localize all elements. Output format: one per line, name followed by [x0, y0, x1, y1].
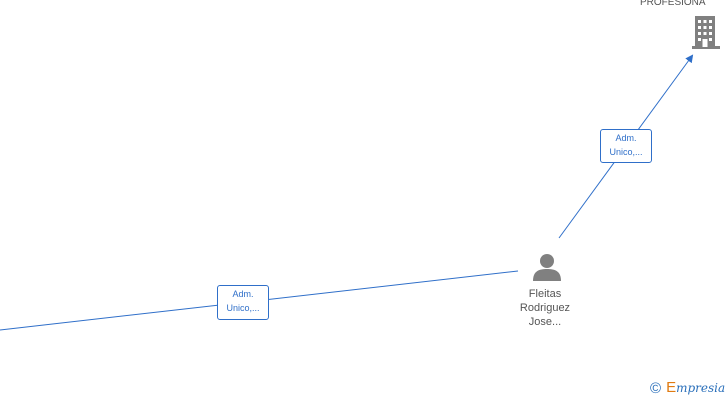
person-name-line-2: Rodriguez: [519, 302, 571, 314]
brand-name: mpresia: [676, 381, 726, 395]
person-name[interactable]: Fleitas Rodriguez Jose...: [500, 287, 590, 329]
building-icon[interactable]: [692, 14, 722, 50]
relation-upper-line-2: Unico,...: [609, 147, 643, 157]
relation-label-lower[interactable]: Adm. Unico,...: [217, 285, 269, 320]
relation-upper-line-1: Adm.: [615, 133, 637, 143]
person-name-line-1: Fleitas: [528, 288, 562, 300]
person-name-line-3: Jose...: [528, 316, 562, 328]
person-icon[interactable]: [532, 252, 562, 282]
relation-lower-line-2: Unico,...: [226, 303, 260, 313]
brand-initial: E: [666, 379, 677, 396]
copyright-icon: ©: [650, 379, 662, 397]
relation-label-upper[interactable]: Adm. Unico,...: [600, 129, 652, 163]
relation-lower-line-1: Adm.: [232, 289, 254, 299]
brand-logo: Empresia: [666, 379, 725, 397]
brand-watermark: © Empresia: [650, 378, 725, 398]
company-label: PROFESIONA: [640, 0, 706, 8]
